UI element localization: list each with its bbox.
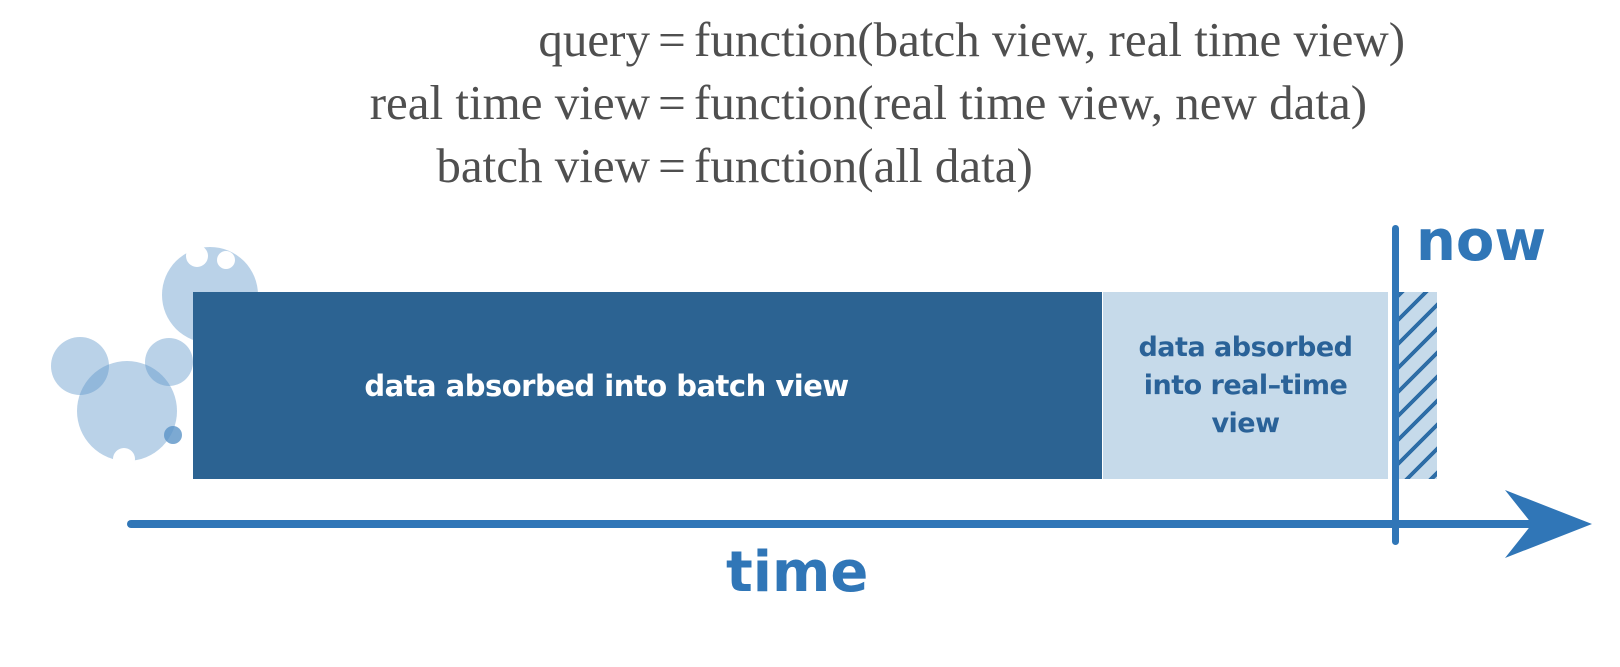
equation-rhs: function(batch view, real time view): [694, 12, 1406, 67]
equation-query: query = function(batch view, real time v…: [0, 8, 1620, 71]
equation-lhs: query: [538, 12, 650, 67]
equals-sign: =: [658, 138, 686, 193]
equals-sign: =: [658, 12, 686, 67]
unabsorbed-data-hatch: [1399, 292, 1437, 479]
equation-lhs: real time view: [369, 75, 650, 130]
equation-rhs: function(real time view, new data): [694, 75, 1368, 130]
realtime-view-bar-label: data absorbed: [1138, 331, 1353, 363]
bubble-notch: [186, 245, 208, 267]
realtime-view-bar-label: view: [1211, 407, 1280, 439]
batch-view-bar: data absorbed into batch view: [193, 292, 1102, 479]
bubble-icon: [51, 337, 109, 395]
equation-batch-view: batch view = function(all data): [0, 134, 1620, 197]
batch-view-bar-label: data absorbed into batch view: [364, 368, 849, 403]
equation-rhs: function(all data): [694, 138, 1033, 193]
bubble-icon: [145, 338, 193, 386]
time-axis-arrowhead-icon: [1505, 490, 1592, 558]
realtime-view-bar: data absorbed into real–time view: [1103, 292, 1388, 479]
equations-block: query = function(batch view, real time v…: [0, 8, 1620, 197]
time-axis-line: [127, 520, 1540, 528]
equation-lhs: batch view: [436, 138, 650, 193]
bubble-notch: [113, 448, 135, 470]
time-axis-label: time: [726, 540, 869, 605]
realtime-view-bar-label: into real–time: [1143, 369, 1348, 401]
equals-sign: =: [658, 75, 686, 130]
bubble-icon: [77, 361, 177, 461]
now-label: now: [1416, 209, 1547, 274]
equation-realtime-view: real time view = function(real time view…: [0, 71, 1620, 134]
bubble-notch: [217, 251, 235, 269]
bubble-icon: [164, 426, 182, 444]
now-marker-line: [1392, 225, 1399, 545]
